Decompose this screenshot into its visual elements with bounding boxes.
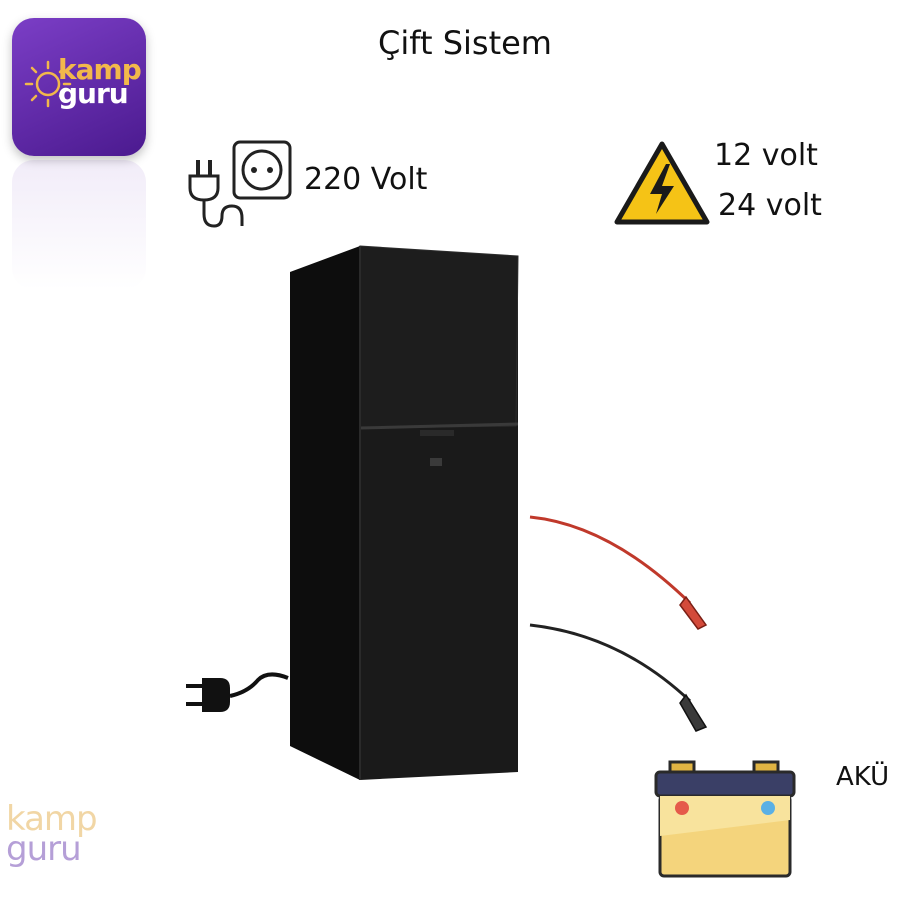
dc-voltage-24: 24 volt	[718, 188, 822, 223]
page-title: Çift Sistem	[378, 24, 552, 62]
plug-socket-icon	[188, 140, 292, 228]
watermark-word-bottom: guru	[6, 829, 82, 869]
mains-voltage-label: 220 Volt	[304, 162, 428, 197]
dc-voltage-12: 12 volt	[714, 138, 818, 173]
watermark-word-top: kamp	[6, 799, 98, 839]
car-battery-icon	[654, 760, 796, 878]
battery-label: AKÜ	[836, 762, 890, 792]
sun-icon	[24, 60, 72, 108]
high-voltage-warning-icon	[614, 141, 710, 225]
power-plug-icon	[186, 672, 289, 712]
refrigerator	[290, 245, 519, 780]
app-icon-word-top: kamp	[58, 53, 142, 86]
kampguru-app-icon	[12, 18, 146, 156]
battery-cables	[529, 515, 708, 732]
app-icon-word-bottom: guru	[58, 77, 129, 110]
app-icon-reflection	[12, 160, 146, 290]
app-icon-wordmark: kamp guru	[58, 53, 142, 110]
kampguru-watermark: kamp guru	[6, 799, 98, 869]
